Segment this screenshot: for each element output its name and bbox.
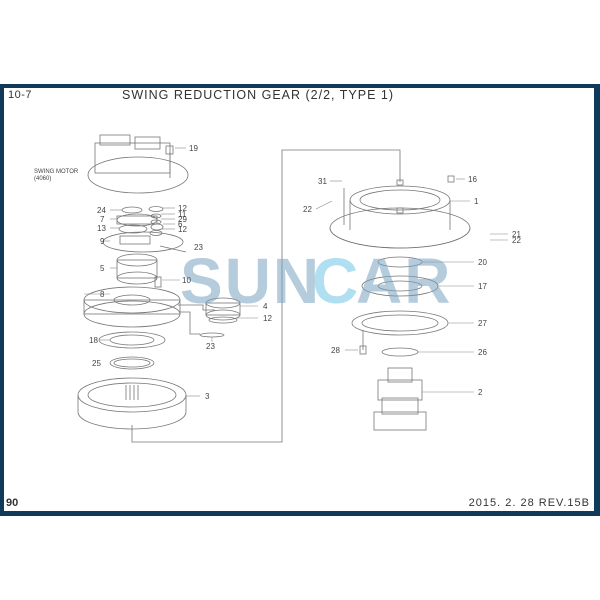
exploded-parts-diagram: SUN C AR SWING MOTOR (4060) 19 24 7 13 9… xyxy=(34,134,521,443)
callout-26: 26 xyxy=(478,348,487,357)
callout-28: 28 xyxy=(331,346,340,355)
callout-21: 21 xyxy=(512,230,521,239)
suncar-watermark: SUN C AR xyxy=(180,245,452,317)
callout-6: 6 xyxy=(178,220,183,229)
callout-18: 18 xyxy=(89,336,98,345)
callout-9: 9 xyxy=(100,237,105,246)
callout-16: 16 xyxy=(468,175,477,184)
callout-11: 11 xyxy=(178,210,187,219)
callout-12: 12 xyxy=(178,204,187,213)
callout-2: 2 xyxy=(478,388,483,397)
callout-31: 31 xyxy=(318,177,327,186)
callout-3: 3 xyxy=(205,392,210,401)
section-number: 10-7 xyxy=(8,89,33,101)
svg-text:AR: AR xyxy=(356,245,452,317)
swing-motor-drawing xyxy=(87,134,189,194)
callout-25: 25 xyxy=(92,359,101,368)
callout-23b: 23 xyxy=(206,342,215,351)
callout-8: 8 xyxy=(100,290,105,299)
svg-text:SUN: SUN xyxy=(180,245,321,317)
callout-22: 22 xyxy=(303,205,312,214)
revision-date: 2015. 2. 28 REV.15B xyxy=(468,497,590,509)
callout-24: 24 xyxy=(97,206,106,215)
swing-motor-code: (4060) xyxy=(34,176,51,182)
page-title: SWING REDUCTION GEAR (2/2, TYPE 1) xyxy=(122,88,395,102)
callout-10: 10 xyxy=(182,276,191,285)
callout-1: 1 xyxy=(474,197,479,206)
callout-12c: 12 xyxy=(263,314,272,323)
callout-5: 5 xyxy=(100,264,105,273)
parts-catalog-sheet: 10-7 SWING REDUCTION GEAR (2/2, TYPE 1) xyxy=(4,88,594,511)
swing-motor-label: SWING MOTOR xyxy=(34,169,79,175)
callout-12b: 12 xyxy=(178,225,187,234)
callout-29: 29 xyxy=(178,215,187,224)
callout-13: 13 xyxy=(97,224,106,233)
page-number: 90 xyxy=(6,497,19,509)
callout-20: 20 xyxy=(478,258,487,267)
svg-text:C: C xyxy=(312,245,360,317)
callout-19: 19 xyxy=(189,144,198,153)
callout-22b: 22 xyxy=(512,236,521,245)
callout-27: 27 xyxy=(478,319,487,328)
callout-4: 4 xyxy=(263,302,268,311)
callout-7: 7 xyxy=(100,215,105,224)
callout-23: 23 xyxy=(194,243,203,252)
callout-17: 17 xyxy=(478,282,487,291)
